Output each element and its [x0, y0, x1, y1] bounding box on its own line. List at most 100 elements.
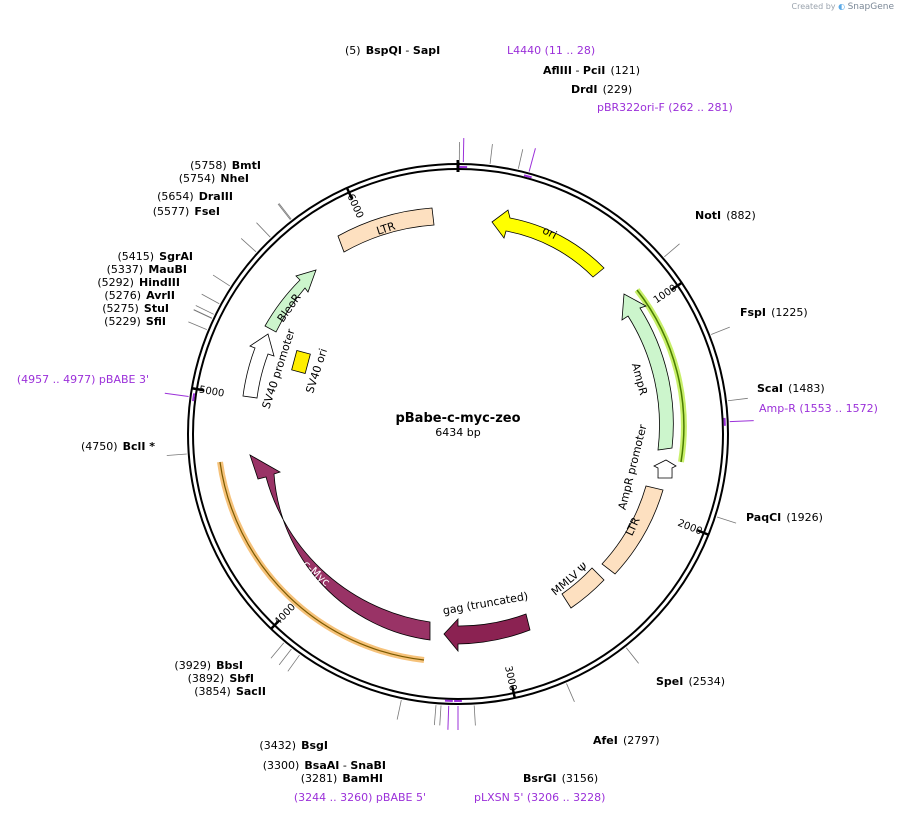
enzyme-site-line	[212, 274, 231, 287]
feature-ltr-right[interactable]: LTR	[601, 485, 664, 575]
primer-label[interactable]: Amp-R (1553 .. 1572)	[759, 402, 878, 415]
enzyme-label[interactable]: (5754) NheI	[179, 167, 249, 186]
enzyme-label[interactable]: (3892) SbfI	[188, 667, 254, 686]
enzyme-site-line	[256, 222, 271, 238]
primer-site-line	[528, 148, 536, 172]
enzyme-label[interactable]: (5758) BmtI	[190, 154, 261, 173]
feature-c-myc-label: c-Myc	[300, 558, 333, 589]
enzyme-label[interactable]: AflIII - PciI (121)	[543, 59, 640, 78]
enzyme-site-line	[433, 705, 437, 726]
enzyme-label[interactable]: (5292) HindIII	[97, 271, 180, 290]
enzyme-label[interactable]: (5415) SgrAI	[118, 245, 194, 264]
enzyme-label[interactable]: (5275) StuI	[102, 297, 169, 316]
enzyme-label[interactable]: NotI (882)	[695, 204, 756, 223]
tick-mark	[191, 386, 204, 392]
tick-label: 5000	[198, 385, 225, 400]
feature-ampr-label: AmpR	[629, 362, 650, 397]
enzyme-label[interactable]: (3929) BbsI	[174, 654, 243, 673]
enzyme-site-line	[727, 397, 748, 402]
enzyme-site-line	[711, 326, 730, 335]
enzyme-site-line	[473, 705, 476, 726]
enzyme-label[interactable]: SpeI (2534)	[656, 670, 725, 689]
feature-c-myc-highlight	[217, 461, 425, 663]
tick-mark	[345, 187, 354, 200]
enzyme-connector-lines	[166, 142, 748, 726]
enzyme-site-line	[278, 648, 292, 666]
enzyme-site-line	[396, 699, 402, 720]
enzyme-site-line	[439, 705, 442, 726]
enzyme-site-line	[195, 305, 214, 315]
enzyme-label[interactable]: (3281) BamHI	[301, 767, 383, 786]
primer-label[interactable]: pLXSN 5' (3206 .. 3228)	[474, 791, 605, 804]
primer-labels: L4440 (11 .. 28) pBR322ori-F (262 .. 281…	[17, 44, 878, 804]
enzyme-site-line	[566, 683, 575, 702]
feature-ampr-highlight	[634, 288, 687, 463]
enzyme-label[interactable]: (4750) BclI *	[81, 435, 155, 454]
tick-label: 3000	[502, 665, 518, 692]
primer-site-line	[164, 392, 189, 398]
enzyme-site-line	[188, 321, 207, 330]
primer-label[interactable]: L4440 (11 .. 28)	[507, 44, 595, 57]
feature-sv40-ori[interactable]: SV40 ori	[291, 347, 330, 395]
feature-ltr-top[interactable]: LTR	[337, 207, 435, 253]
plasmid-name: pBabe-c-myc-zeo	[395, 411, 520, 426]
enzyme-site-line	[193, 309, 213, 319]
primer-connector-lines	[164, 138, 754, 730]
primer-binding-mark	[192, 393, 196, 402]
enzyme-site-line	[278, 203, 292, 220]
feature-ori-label: ori	[540, 224, 559, 242]
enzyme-site-line	[270, 642, 285, 659]
feature-sv40-promoter[interactable]: SV40 promoter	[242, 327, 298, 410]
enzyme-label[interactable]: (5276) AvrII	[104, 284, 175, 303]
enzyme-label[interactable]: (5) BspQI - SapI	[345, 39, 440, 58]
enzyme-site-line	[664, 243, 680, 258]
feature-ltr-top-label: LTR	[375, 219, 397, 237]
tick-label: 2000	[676, 518, 704, 538]
enzyme-label[interactable]: (5654) DraIII	[157, 185, 233, 204]
feature-gag-truncated-label: gag (truncated)	[442, 590, 529, 618]
tick-label: 6000	[344, 192, 364, 220]
enzyme-label[interactable]: PaqCI (1926)	[746, 506, 823, 525]
feature-ori[interactable]: ori	[491, 209, 605, 278]
snapgene-watermark: Created by ◐ SnapGene	[792, 2, 895, 12]
watermark-brand: SnapGene	[847, 2, 894, 12]
primer-label[interactable]: (3244 .. 3260) pBABE 5'	[294, 791, 426, 804]
watermark-created-by: Created by	[791, 2, 836, 11]
snapgene-logo-icon: ◐	[838, 2, 846, 11]
enzyme-site-line	[166, 453, 187, 456]
enzyme-label[interactable]: (5337) MauBI	[107, 258, 187, 277]
enzyme-label[interactable]: AfeI (2797)	[593, 729, 660, 748]
primer-site-line	[447, 705, 450, 730]
tick-label: 1000	[652, 283, 679, 306]
feature-mmlv-psi[interactable]: MMLV Ψ	[549, 560, 605, 609]
enzyme-site-line	[201, 293, 220, 305]
enzyme-label[interactable]: (5229) SfiI	[104, 310, 166, 329]
enzyme-site-line	[277, 203, 291, 221]
primer-label[interactable]: pBR322ori-F (262 .. 281)	[597, 101, 733, 114]
enzyme-site-line	[240, 238, 257, 253]
enzyme-site-line	[517, 149, 524, 169]
enzyme-site-line	[625, 647, 639, 664]
tick-mark	[696, 529, 709, 536]
primer-label[interactable]: (4957 .. 4977) pBABE 3'	[17, 373, 149, 386]
enzyme-label[interactable]: (3854) SacII	[194, 680, 266, 699]
enzyme-label[interactable]: (3432) BsgI	[259, 734, 328, 753]
plasmid-length: 6434 bp	[435, 426, 480, 439]
enzyme-label[interactable]: BsrGI (3156)	[523, 767, 598, 786]
primer-binding-mark	[523, 174, 532, 179]
feature-bleor[interactable]: BleoR	[264, 269, 317, 333]
enzyme-labels: (5) BspQI - SapI AflIII - PciI (121) Drd…	[81, 39, 825, 786]
enzyme-label[interactable]: ScaI (1483)	[757, 377, 825, 396]
tick-mark	[270, 619, 281, 630]
feature-c-myc[interactable]: c-Myc	[249, 454, 431, 641]
enzyme-label[interactable]: DrdI (229)	[571, 78, 632, 97]
primer-site-line	[729, 420, 754, 423]
feature-gag-truncated[interactable]: gag (truncated)	[442, 590, 531, 653]
enzyme-site-line	[287, 654, 300, 672]
enzyme-label[interactable]: (3300) BsaAI - SnaBI	[263, 754, 386, 773]
enzyme-site-line	[716, 516, 737, 524]
enzyme-label[interactable]: (5577) FseI	[153, 200, 220, 219]
enzyme-label[interactable]: FspI (1225)	[740, 301, 808, 320]
enzyme-site-line	[489, 143, 493, 164]
